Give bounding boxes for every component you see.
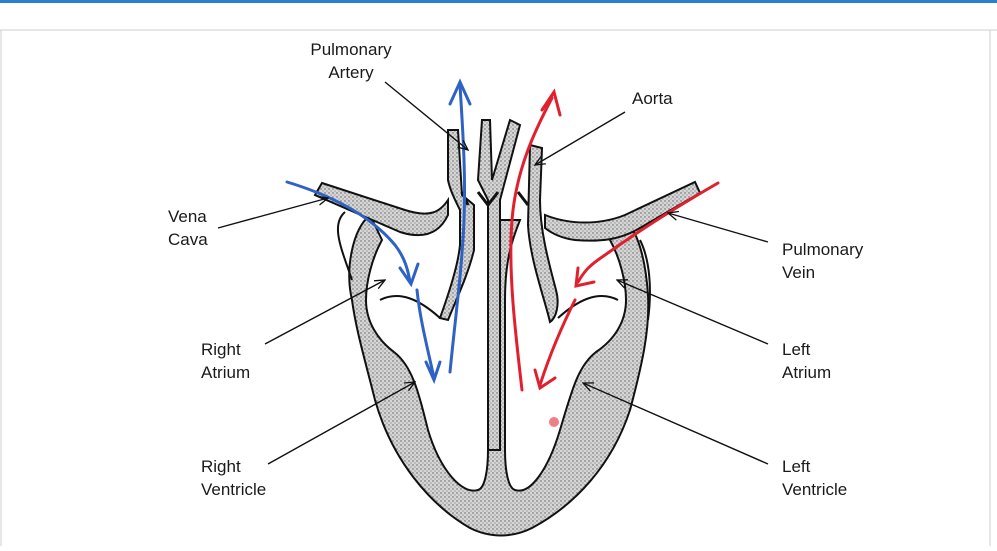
- pointer-aorta: [535, 112, 625, 165]
- aortic-valve: [518, 192, 528, 205]
- septum-shape: [478, 120, 520, 450]
- right-atrium-outline: [380, 296, 440, 318]
- pulmonary-vein-shape: [545, 182, 700, 241]
- red-dot: [549, 417, 559, 427]
- blue-flow-ventricle: [417, 290, 434, 378]
- label-right-atrium: Right Atrium: [201, 338, 250, 384]
- label-pulmonary-artery: Pulmonary Artery: [296, 38, 406, 84]
- red-flow-ventricle: [540, 300, 575, 385]
- pointer-vena-cava: [218, 198, 328, 228]
- title-strip: [0, 0, 997, 3]
- label-left-ventricle: Left Ventricle: [782, 455, 847, 501]
- vena-cava-shape: [315, 183, 448, 235]
- pointer-pulmonary-vein: [668, 213, 768, 242]
- label-right-ventricle: Right Ventricle: [201, 455, 266, 501]
- label-aorta: Aorta: [632, 87, 673, 110]
- label-pulmonary-vein: Pulmonary Vein: [782, 238, 863, 284]
- label-vena-cava: Vena Cava: [168, 205, 208, 251]
- label-left-atrium: Left Atrium: [782, 338, 831, 384]
- blue-flow-pulmonary-artery: [450, 85, 465, 372]
